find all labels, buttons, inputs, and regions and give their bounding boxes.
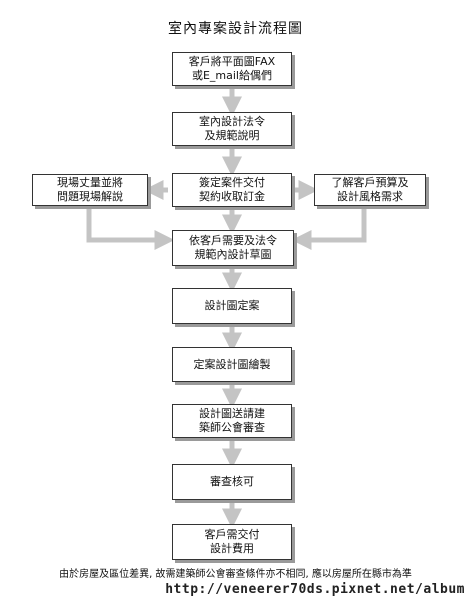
step-box-7: 設計圖送請建 築師公會審查 (172, 404, 292, 438)
step-box-2: 室內設計法令 及規範說明 (172, 112, 292, 146)
side-box-right: 了解客戶預算及 設計風格需求 (314, 174, 426, 206)
step-box-9: 客戶需交付 設計費用 (172, 524, 292, 560)
step-box-1: 客戶將平面圖FAX 或E_mail給偶們 (172, 52, 292, 86)
footer-note: 由於房屋及區位差異, 故需建築師公會審查條件亦不相同, 應以房屋所在縣市為準 (59, 569, 412, 580)
step-box-3: 簽定案件交付 契約收取訂金 (172, 173, 292, 207)
step-box-5: 設計圖定案 (172, 288, 292, 324)
arrow-left-4 (86, 208, 175, 250)
step-box-8: 審查核可 (172, 464, 292, 500)
arrow-right-4 (291, 208, 367, 250)
watermark-url: http://veneerer70ds.pixnet.net/album (165, 582, 465, 597)
diagram-title: 室內專案設計流程圖 (168, 21, 303, 37)
side-box-left: 現場丈量並將 問題現場解說 (32, 174, 148, 206)
step-box-6: 定案設計圖繪製 (172, 347, 292, 382)
step-box-4: 依客戶需要及法令 規範內設計草圖 (172, 230, 294, 266)
